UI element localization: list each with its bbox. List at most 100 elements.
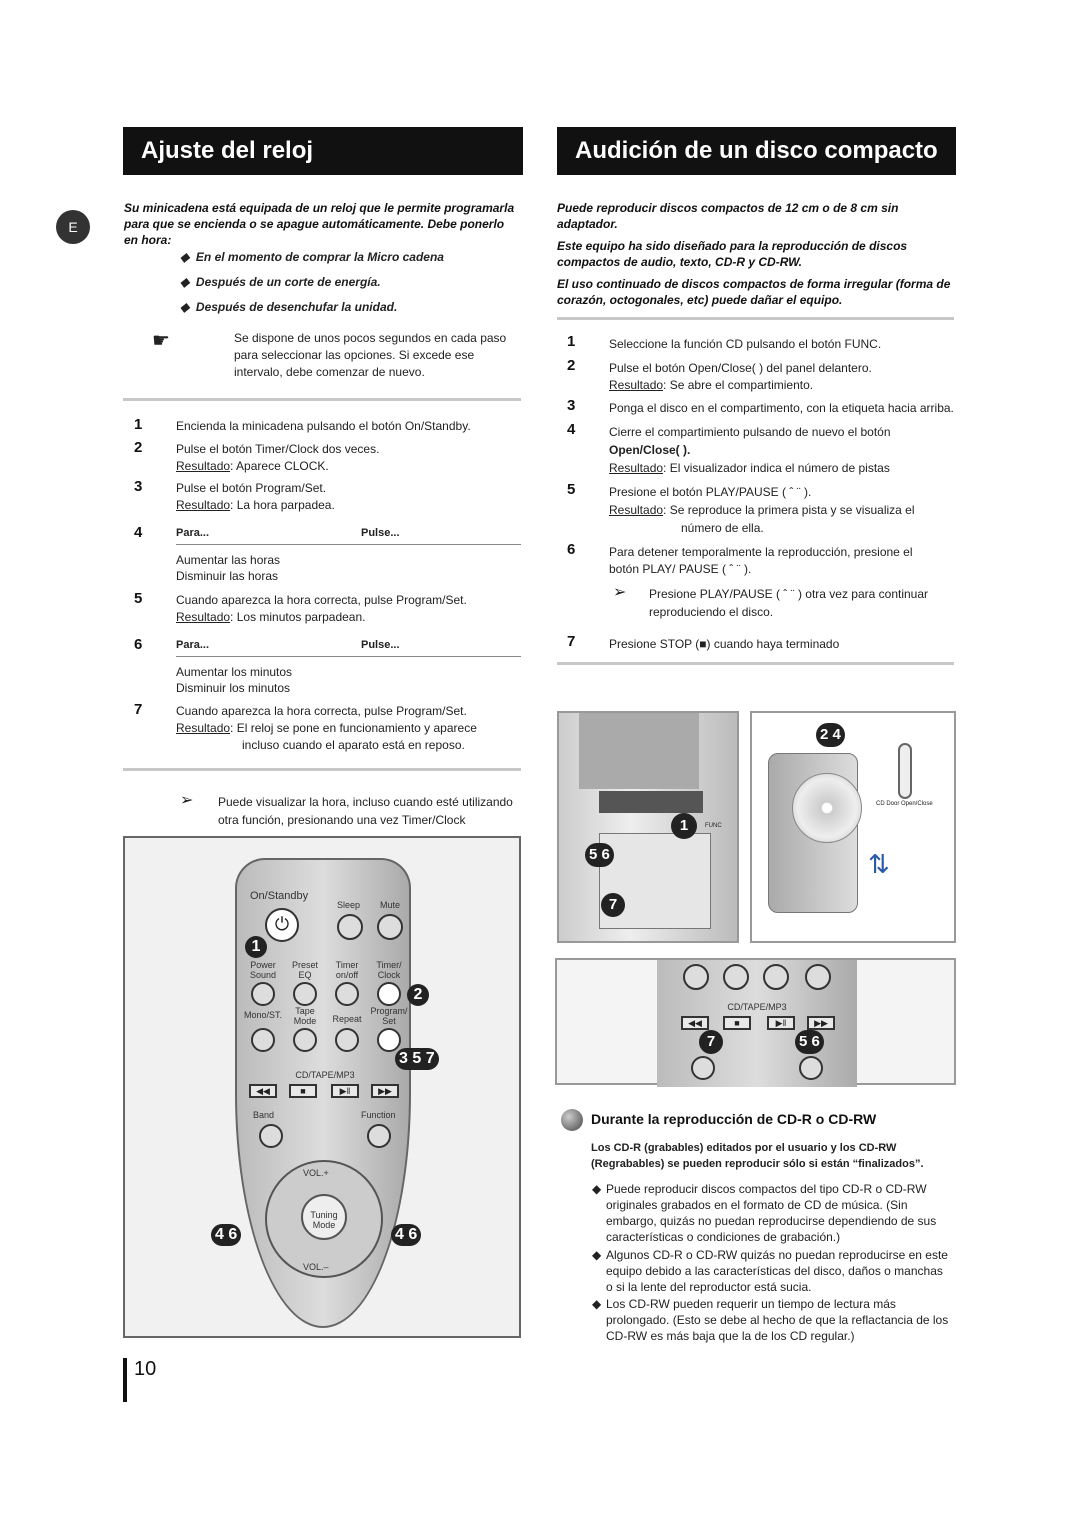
play-pause-button[interactable]: ▶‖	[767, 1016, 795, 1030]
button-label: Mono/ST.	[243, 1010, 283, 1020]
cdr-bullet: Algunos CD-R o CD-RW quizás no puedan re…	[606, 1248, 948, 1294]
forward-button[interactable]: ▶▶	[371, 1084, 399, 1098]
repeat-button[interactable]	[335, 1028, 359, 1052]
step-badge: 5 6	[585, 843, 614, 867]
step-text: Encienda la minicadena pulsando el botón…	[176, 419, 471, 433]
tuning-mode-label: Tuning Mode	[310, 1210, 338, 1230]
door-label: CD Door Open/Close	[876, 801, 933, 807]
step-result: Resultado: La hora parpadea.	[176, 498, 335, 512]
step-badge: 3 5 7	[395, 1048, 439, 1070]
sleep-button[interactable]	[337, 914, 363, 940]
cdr-title: Durante la reproducción de CD-R o CD-RW	[591, 1111, 877, 1127]
mute-button[interactable]	[377, 914, 403, 940]
function-button[interactable]	[367, 1124, 391, 1148]
step-result: Resultado: El reloj se pone en funcionam…	[176, 721, 477, 735]
step-result: Resultado: El visualizador indica el núm…	[609, 461, 890, 475]
diamond-icon: ◆	[592, 1248, 602, 1262]
page-number: 10	[134, 1358, 157, 1380]
table-rule	[176, 656, 521, 657]
step-badge: 4 6	[391, 1224, 422, 1246]
clock-bullets: ◆ En el momento de comprar la Micro cade…	[180, 250, 444, 325]
power-sound-button[interactable]	[251, 982, 275, 1006]
step-number: 6	[567, 541, 576, 558]
vol-up-label: VOL.+	[303, 1168, 329, 1178]
step-number: 3	[567, 397, 576, 414]
rewind-button[interactable]: ◀◀	[681, 1016, 709, 1030]
button-label: Power Sound	[249, 960, 277, 980]
diamond-icon: ◆	[592, 1297, 602, 1311]
play-pause-button[interactable]: ▶‖	[331, 1084, 359, 1098]
diamond-icon: ◆	[180, 275, 190, 289]
button-label: Timer/ Clock	[376, 960, 402, 980]
table-header-para: Para...	[176, 527, 210, 539]
diamond-icon: ◆	[180, 300, 190, 314]
remote-figure: On/Standby Sleep Mute ⏻ 1 Power Sound Pr…	[123, 836, 521, 1338]
step-number: 2	[134, 439, 143, 456]
step-text: Pulse el botón Timer/Clock dos veces.	[176, 442, 380, 456]
tape-mode-button[interactable]	[293, 1028, 317, 1052]
timer-clock-button[interactable]	[377, 982, 401, 1006]
function-button[interactable]	[799, 1056, 823, 1080]
step-result-cont: incluso cuando el aparato está en reposo…	[242, 738, 465, 752]
table-header-pulse: Pulse...	[361, 527, 400, 539]
mono-st-button[interactable]	[251, 1028, 275, 1052]
stop-button[interactable]: ■	[723, 1016, 751, 1030]
tuning-mode-button[interactable]	[301, 1194, 347, 1240]
section-title-cd: Audición de un disco compacto	[557, 127, 956, 175]
arrow-icon: ➢	[613, 584, 627, 601]
arrow-icon: ➢	[180, 792, 194, 809]
bullet-item: Después de desenchufar la unidad.	[195, 300, 398, 314]
remote-button[interactable]	[683, 964, 709, 990]
step-text: Para detener temporalmente la reproducci…	[609, 545, 913, 559]
step-text: Presione STOP (■) cuando haya terminado	[609, 637, 840, 651]
step-badge: 2 4	[816, 723, 845, 747]
remote-button[interactable]	[763, 964, 789, 990]
stop-button[interactable]: ■	[289, 1084, 317, 1098]
table-row: Aumentar las horas	[176, 553, 281, 567]
table-header-para: Para...	[176, 639, 210, 651]
step-badge: 2	[407, 984, 429, 1006]
clock-intro: Su minicadena está equipada de un reloj …	[124, 201, 515, 247]
step-result: Resultado: Aparece CLOCK.	[176, 459, 329, 473]
bullet-item: En el momento de comprar la Micro cadena	[195, 250, 444, 264]
band-button[interactable]	[691, 1056, 715, 1080]
band-button[interactable]	[259, 1124, 283, 1148]
program-set-button[interactable]	[377, 1028, 401, 1052]
cd-tip: Presione PLAY/PAUSE ( ˆ ¨ ) otra vez par…	[649, 587, 929, 619]
step-number: 5	[134, 590, 143, 607]
step-text: Pulse el botón Program/Set.	[176, 481, 327, 495]
preset-eq-button[interactable]	[293, 982, 317, 1006]
remote-button[interactable]	[723, 964, 749, 990]
step-result-cont: número de ella.	[681, 521, 764, 535]
step-text: Seleccione la función CD pulsando el bot…	[609, 337, 882, 351]
button-label: Repeat	[332, 1014, 362, 1024]
step-result: Resultado: Se reproduce la primera pista…	[609, 503, 915, 517]
power-button[interactable]: ⏻	[265, 908, 299, 942]
section-bullet-icon	[561, 1109, 583, 1131]
step-text: Ponga el disco en el compartimento, con …	[609, 401, 954, 415]
on-standby-label: On/Standby	[250, 890, 309, 902]
cdr-bullet: Puede reproducir discos compactos del ti…	[606, 1182, 937, 1244]
table-header-pulse: Pulse...	[361, 639, 400, 651]
remote-button[interactable]	[805, 964, 831, 990]
table-row: Aumentar los minutos	[176, 665, 293, 679]
bullet-item: Después de un corte de energía.	[195, 275, 381, 289]
open-close-button[interactable]	[898, 743, 912, 799]
step-text-cont: Open/Close( ).	[609, 443, 691, 457]
cd-slot	[599, 791, 703, 813]
sleep-label: Sleep	[337, 900, 361, 910]
step-number: 1	[134, 416, 143, 433]
step-text: Cierre el compartimiento pulsando de nue…	[609, 425, 891, 439]
step-number: 6	[134, 636, 143, 653]
timer-onoff-button[interactable]	[335, 982, 359, 1006]
cd-intro-2: Este equipo ha sido diseñado para la rep…	[557, 239, 908, 269]
forward-button[interactable]: ▶▶	[807, 1016, 835, 1030]
mute-label: Mute	[380, 900, 401, 910]
rewind-button[interactable]: ◀◀	[249, 1084, 277, 1098]
func-label: FUNC	[705, 823, 722, 829]
button-label: Timer on/off	[335, 960, 359, 980]
step-text-cont: botón PLAY/ PAUSE ( ˆ ¨ ).	[609, 562, 752, 576]
step-number: 5	[567, 481, 576, 498]
divider	[123, 398, 521, 401]
unit-top-panel	[579, 713, 699, 789]
